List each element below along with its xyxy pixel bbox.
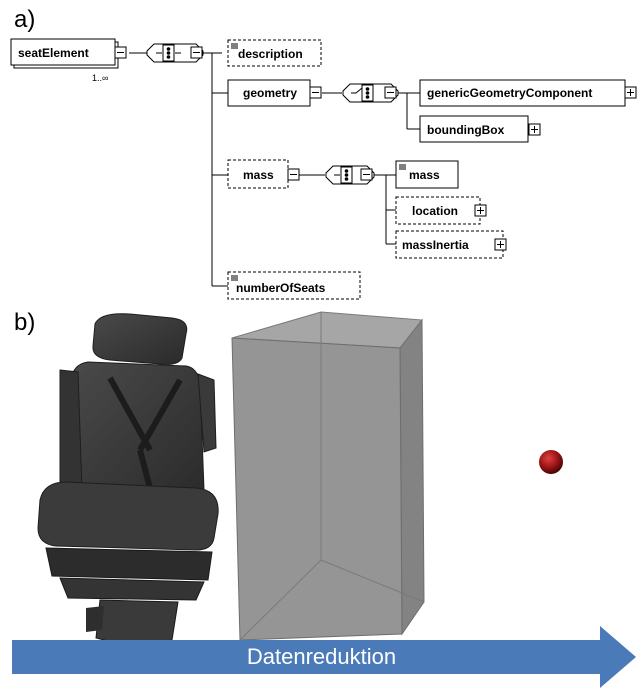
node-number-of-seats[interactable]: numberOfSeats <box>227 271 361 300</box>
schema-diagram: seatElement 1..∞ description geometry <box>10 38 637 300</box>
arrow-label: Datenreduktion <box>246 644 397 669</box>
generic-geometry-component-label: genericGeometryComponent <box>427 86 592 100</box>
point-mass-sphere <box>539 450 563 474</box>
node-mass[interactable]: mass <box>395 160 459 189</box>
mass-group-label: mass <box>243 168 274 182</box>
schema-connectors <box>129 52 420 287</box>
number-of-seats-label: numberOfSeats <box>236 281 326 295</box>
panel-b-label: b) <box>14 309 36 336</box>
sequence-compositor-2 <box>325 165 375 185</box>
sequence-compositor-1 <box>146 43 204 63</box>
node-mass-inertia[interactable]: massInertia <box>395 230 507 259</box>
node-seat-element[interactable]: seatElement 1..∞ <box>10 38 127 83</box>
node-location[interactable]: location <box>395 196 487 225</box>
seat-element-label: seatElement <box>18 46 89 60</box>
node-mass-group[interactable]: mass <box>227 159 300 189</box>
element-text-icon <box>399 164 406 170</box>
node-description[interactable]: description <box>227 39 322 67</box>
data-reduction-arrow <box>12 626 636 688</box>
reduction-illustration <box>12 311 636 688</box>
bounding-box-model <box>231 311 425 641</box>
geometry-label: geometry <box>243 86 297 100</box>
location-label: location <box>412 204 458 218</box>
node-bounding-box[interactable]: boundingBox <box>419 115 541 143</box>
mass-label: mass <box>409 168 440 182</box>
element-text-icon <box>231 43 238 49</box>
node-generic-geometry-component[interactable]: genericGeometryComponent <box>419 79 637 107</box>
cardinality-label: 1..∞ <box>92 73 108 83</box>
panel-a-label: a) <box>14 6 36 33</box>
description-label: description <box>238 47 303 61</box>
node-geometry[interactable]: geometry <box>227 79 322 107</box>
element-text-icon <box>231 275 238 281</box>
bounding-box-label: boundingBox <box>427 123 505 137</box>
choice-compositor <box>342 83 399 103</box>
mass-inertia-label: massInertia <box>402 238 469 252</box>
seat-3d-model <box>37 313 219 645</box>
